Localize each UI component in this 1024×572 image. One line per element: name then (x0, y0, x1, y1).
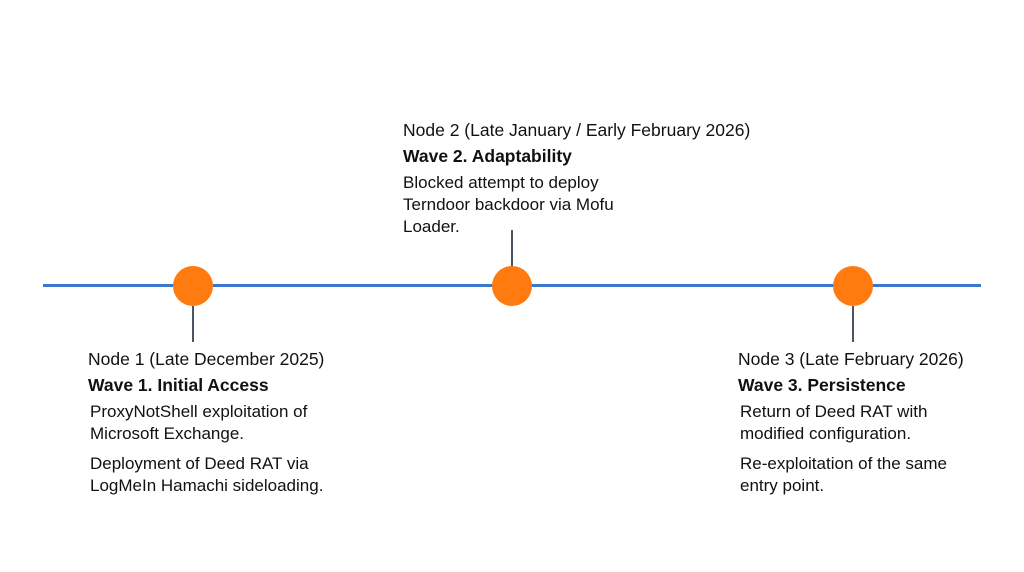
node-3-marker (833, 266, 873, 306)
node-1-title: Node 1 (Late December 2025) (88, 349, 325, 369)
node-2-block: Node 2 (Late January / Early February 20… (403, 119, 823, 238)
node-3-connector (852, 306, 854, 342)
node-2-connector (511, 230, 513, 268)
node-1-wave-title: Wave 1. Initial Access (88, 375, 269, 395)
node-1-description-1: ProxyNotShell exploitation of Microsoft … (90, 402, 308, 443)
node-1-connector (192, 306, 194, 342)
node-2-title: Node 2 (Late January / Early February 20… (403, 120, 751, 140)
node-3-title: Node 3 (Late February 2026) (738, 349, 964, 369)
node-3-wave-title: Wave 3. Persistence (738, 375, 906, 395)
node-2-description-1: Blocked attempt to deploy Terndoor backd… (403, 173, 614, 236)
node-3-description-2: Re-exploitation of the same entry point. (740, 454, 947, 495)
node-1-marker (173, 266, 213, 306)
node-1-block: Node 1 (Late December 2025) Wave 1. Init… (88, 348, 378, 497)
node-2-marker (492, 266, 532, 306)
node-3-description-1: Return of Deed RAT with modified configu… (740, 402, 928, 443)
node-2-wave-title: Wave 2. Adaptability (403, 146, 572, 166)
node-3-block: Node 3 (Late February 2026) Wave 3. Pers… (738, 348, 1018, 497)
node-1-description-2: Deployment of Deed RAT via LogMeIn Hamac… (90, 454, 324, 495)
